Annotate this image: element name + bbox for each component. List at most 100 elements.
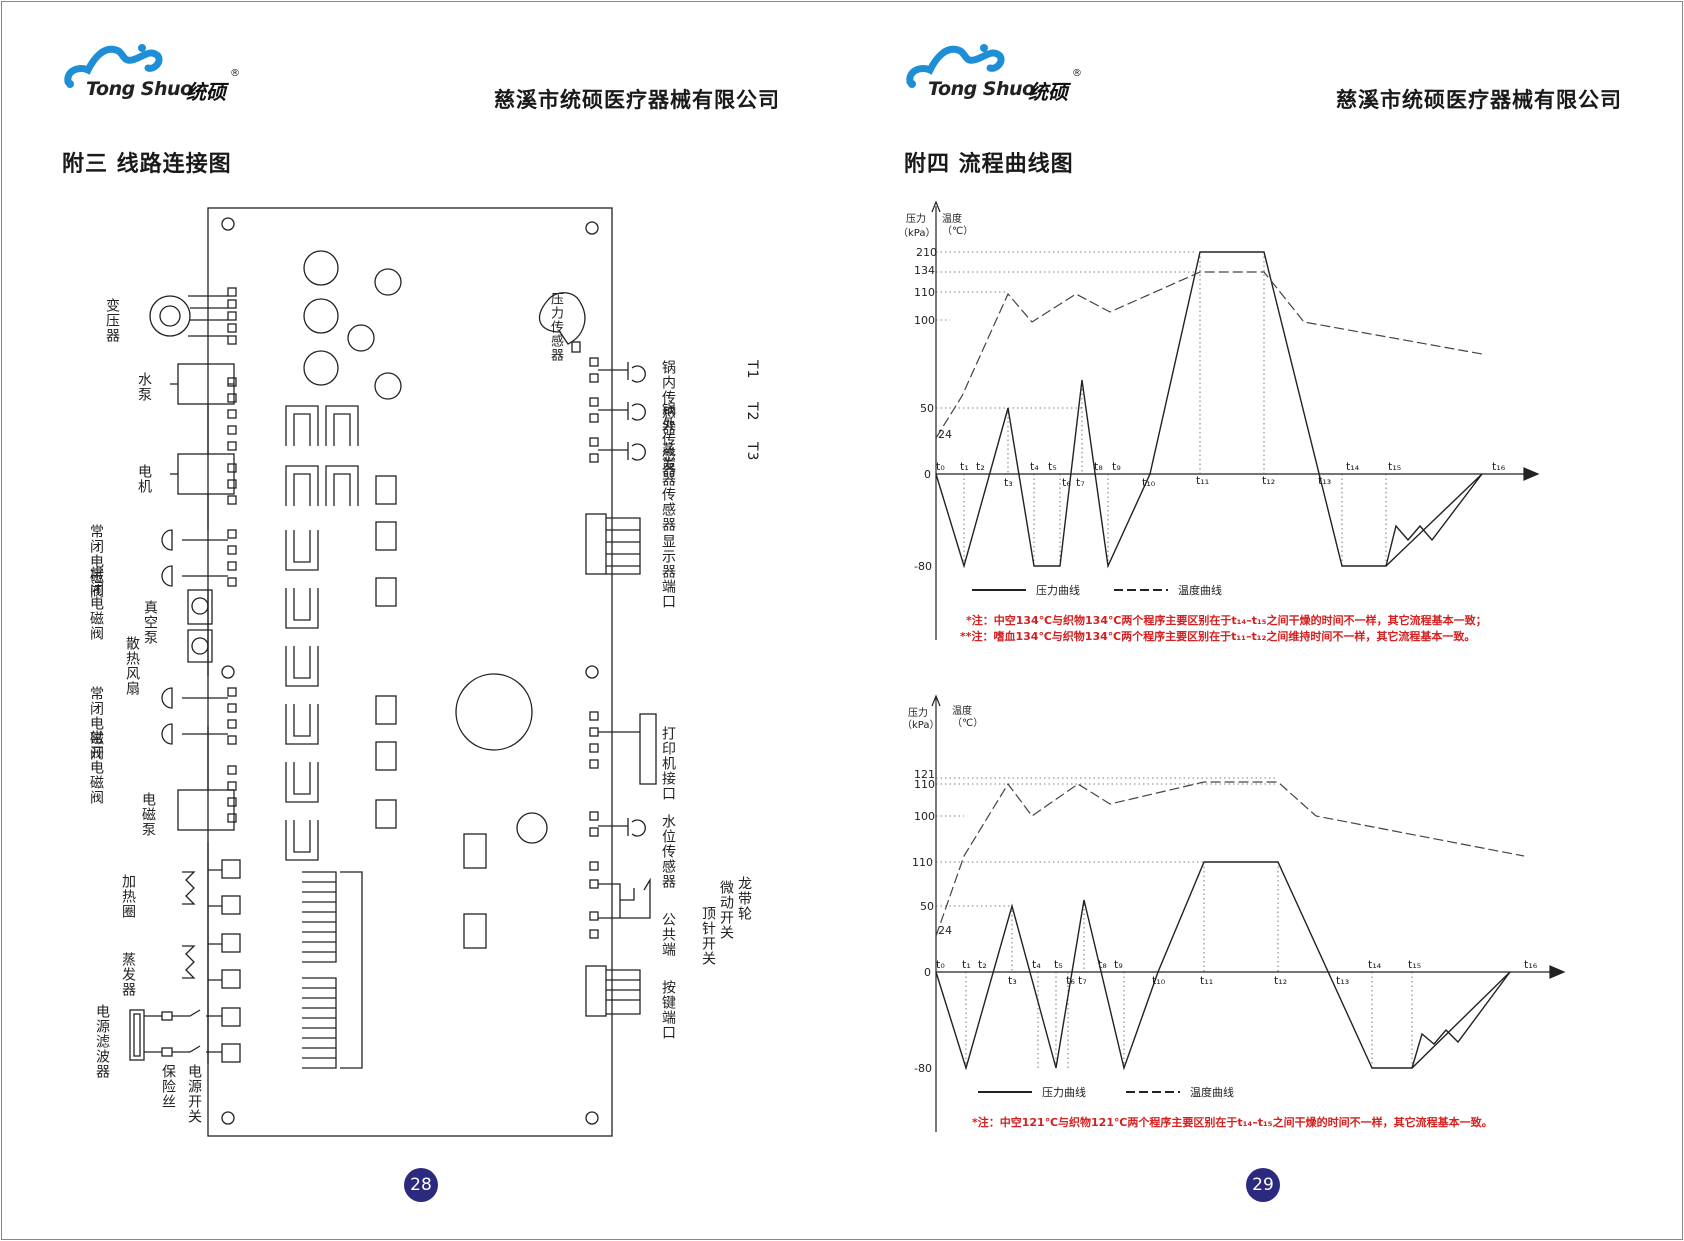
chart2-yunit-temp: （℃） (952, 717, 983, 729)
chart1-note-1: *注：中空134℃与织物134℃两个程序主要区别在于t₁₄–t₁₅之间干燥的时间… (966, 614, 1487, 627)
chart1-ytick-neg80: -80 (914, 560, 932, 573)
chart1-ytick-210: 210 (916, 246, 937, 259)
label-display-port: 显示器端口 (660, 534, 676, 609)
chart2-t6: t₆ (1066, 974, 1075, 987)
chart1-t15: t₁₅ (1388, 460, 1401, 473)
chart1-yunit-pressure: （kPa） (898, 227, 936, 239)
chart2-t9: t₉ (1114, 958, 1123, 971)
chart2-t13: t₁₃ (1336, 974, 1349, 987)
chart1-x-arrow-icon (1523, 467, 1540, 481)
chart2-ytick-110b: 110 (912, 856, 933, 869)
chart1-t0: t₀ (936, 460, 945, 473)
chart1-legend-temp: 温度曲线 (1178, 583, 1222, 597)
chart2-t5: t₅ (1054, 958, 1063, 971)
chart2-ytick-110a: 110 (914, 778, 935, 791)
chart1-legend-pressure: 压力曲线 (1036, 583, 1080, 597)
chart1-t11: t₁₁ (1196, 474, 1209, 487)
chart2-t7: t₇ (1078, 974, 1087, 987)
company-name: 慈溪市统硕医疗器械有限公司 (1336, 88, 1622, 112)
chart1-t8: t₈ (1094, 460, 1103, 473)
label-microswitch: 微动开关 (718, 880, 734, 940)
chart2-ylabel-temp: 温度 (952, 704, 972, 717)
label-t3-tag: T3 (744, 442, 760, 462)
process-chart-1: 210 134 110 100 50 24 0 -80 压力 （kPa） 温度 … (898, 200, 1540, 640)
chart1-t14: t₁₄ (1346, 460, 1360, 473)
logo-registered: ® (230, 68, 240, 79)
chart1-t7: t₇ (1076, 476, 1085, 489)
chart1-t3: t₃ (1004, 476, 1013, 489)
page-title: 附四 流程曲线图 (904, 152, 1074, 177)
chart2-t8: t₈ (1098, 958, 1107, 971)
chart1-ytick-24: 24 (938, 428, 952, 441)
chart2-t4: t₄ (1032, 958, 1041, 971)
wiring-diagram (129, 207, 657, 1137)
page-number: 28 (404, 1168, 438, 1202)
label-t2-sensor: 锅外传感器 (660, 402, 676, 477)
process-chart-2: 121 110 100 110 50 24 0 -80 压力 （kPa） 温度 … (902, 694, 1566, 1132)
chart1-ytick-0: 0 (924, 468, 931, 481)
chart1-note-2: **注：嗜血134℃与织物134℃两个程序主要区别在于t₁₁–t₁₂之间维持时间… (960, 630, 1476, 643)
label-evaporator: 蒸发器 (120, 952, 136, 997)
chart1-ytick-110: 110 (914, 286, 935, 299)
logo-wave-icon (64, 44, 163, 88)
chart2-t10: t₁₀ (1152, 974, 1166, 987)
chart1-ylabel-temp: 温度 (942, 212, 962, 225)
chart1-t4: t₄ (1030, 460, 1039, 473)
chart1-yunit-temp: （℃） (942, 225, 973, 237)
chart2-y-arrow-icon (931, 694, 941, 707)
chart1-t10: t₁₀ (1142, 476, 1156, 489)
label-solenoid-nc-3: 常闭电磁阀 (88, 686, 104, 761)
chart2-pressure-curve (935, 861, 1511, 1071)
chart1-y-arrow-icon (931, 200, 941, 213)
chart1-t1: t₁ (960, 460, 969, 473)
label-solenoid-nc-2: 常闭电磁阀 (88, 566, 104, 641)
logo-text: Tong Shuo (928, 78, 1035, 100)
chart2-temperature-curve (935, 781, 1525, 937)
label-common-terminal: 公共端 (660, 912, 676, 957)
label-pressure-sensor: 压力传感器 (548, 292, 563, 362)
chart1-ytick-134: 134 (914, 264, 935, 277)
company-logo: Tong Shuo 统硕 ® (900, 40, 1090, 112)
label-motor: 电机 (136, 464, 152, 494)
label-t1-sensor: 锅内传感器 (660, 360, 676, 435)
label-key-port: 按键端口 (660, 980, 676, 1040)
chart1-t12: t₁₂ (1262, 474, 1275, 487)
label-power-filter: 电源滤波器 (94, 1004, 110, 1079)
company-logo: Tong Shuo 统硕 ® (58, 40, 248, 112)
chart2-ytick-100: 100 (914, 810, 935, 823)
chart1-ytick-50: 50 (920, 402, 934, 415)
chart2-yunit-pressure: （kPa） (902, 719, 940, 731)
label-ejector-switch: 顶针开关 (700, 906, 716, 966)
chart2-legend-pressure: 压力曲线 (1042, 1085, 1086, 1099)
chart2-t2: t₂ (978, 958, 987, 971)
chart1-ytick-100: 100 (914, 314, 935, 327)
label-t1-tag: T1 (744, 360, 760, 380)
chart1-t13: t₁₃ (1318, 474, 1331, 487)
chart2-t11: t₁₁ (1200, 974, 1213, 987)
label-cooling-fan: 散热风扇 (124, 636, 140, 696)
label-transformer: 变压器 (104, 298, 120, 343)
page-28: Tong Shuo 统硕 ® 慈溪市统硕医疗器械有限公司 附三 线路连接图 (58, 40, 780, 1202)
chart1-temperature-curve (935, 271, 1483, 439)
chart2-ytick-121: 121 (914, 768, 935, 781)
logo-cn: 统硕 (1028, 80, 1068, 104)
label-printer-port: 打印机接口 (660, 726, 676, 801)
page-title: 附三 线路连接图 (62, 152, 232, 177)
chart2-t0: t₀ (936, 958, 945, 971)
logo-registered: ® (1072, 68, 1082, 79)
chart1-ylabel-pressure: 压力 (906, 212, 926, 225)
chart2-t16: t₁₆ (1524, 958, 1538, 971)
chart2-t15: t₁₅ (1408, 958, 1421, 971)
label-solenoid-no: 常开电磁阀 (88, 730, 104, 805)
chart2-t14: t₁₄ (1368, 958, 1382, 971)
label-power-switch: 电源开关 (186, 1064, 202, 1124)
page-number: 29 (1246, 1168, 1280, 1202)
logo-text: Tong Shuo (86, 78, 193, 100)
chart2-legend-temp: 温度曲线 (1190, 1085, 1234, 1099)
label-heating-coil: 加热圈 (120, 874, 136, 919)
chart2-t12: t₁₂ (1274, 974, 1287, 987)
company-name: 慈溪市统硕医疗器械有限公司 (494, 88, 780, 112)
logo-wave-icon (906, 44, 1005, 88)
chart2-ytick-neg80: -80 (914, 1062, 932, 1075)
chart2-x-arrow-icon (1549, 965, 1566, 979)
